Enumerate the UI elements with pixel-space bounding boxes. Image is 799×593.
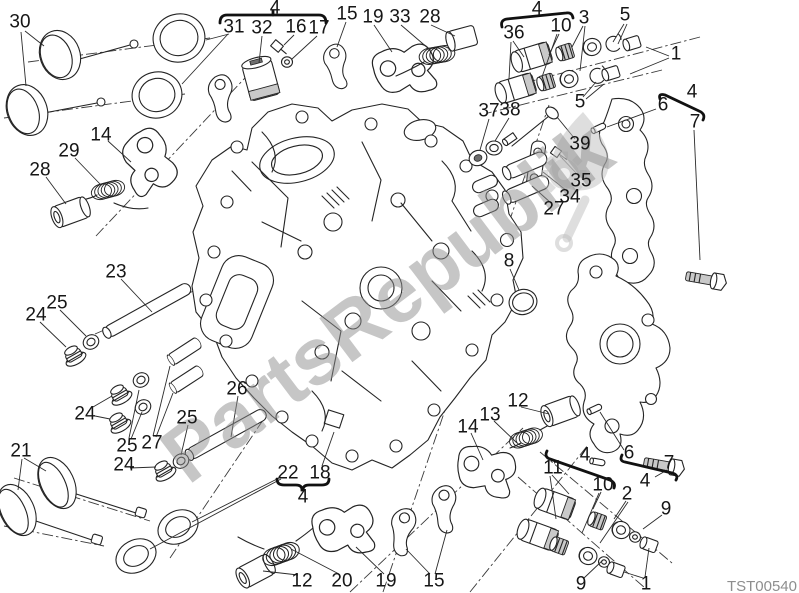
callout-23: 23 — [105, 262, 126, 283]
callout-27: 27 — [141, 433, 162, 454]
callout-37: 37 — [478, 101, 499, 122]
leader-lines — [17, 21, 701, 579]
rocker-cluster-top — [206, 25, 479, 125]
callout-29: 29 — [58, 141, 79, 162]
part-drawings — [0, 13, 729, 591]
callout-11: 11 — [543, 458, 563, 479]
callout-26: 26 — [226, 379, 247, 400]
tappet-32-drawing — [241, 39, 294, 101]
callout-3: 3 — [579, 8, 590, 29]
stud-guide-group — [59, 283, 267, 485]
rocker-cluster-bottom — [232, 484, 459, 591]
callout-34: 34 — [559, 187, 581, 208]
callout-7: 7 — [664, 453, 675, 474]
callout-35: 35 — [570, 171, 591, 192]
callout-6: 6 — [658, 95, 669, 116]
callout-1: 1 — [641, 574, 652, 593]
cam-support-drawing — [565, 253, 687, 478]
callout-14: 14 — [457, 417, 479, 438]
watermark-logo — [541, 112, 609, 252]
callout-21: 21 — [10, 441, 31, 462]
callout-10: 10 — [550, 16, 571, 37]
callout-10: 10 — [592, 475, 613, 496]
callout-36: 36 — [503, 23, 524, 44]
valve-drawing-bottom — [0, 456, 199, 574]
callout-24: 24 — [74, 404, 96, 425]
callout-7: 7 — [690, 112, 701, 133]
rocker-cluster-bottom-right — [451, 393, 584, 501]
callout-32: 32 — [251, 18, 272, 39]
callout-12: 12 — [507, 391, 528, 412]
callout-25: 25 — [176, 408, 197, 429]
oring-8-drawing — [508, 288, 538, 316]
callout-1: 1 — [671, 44, 682, 65]
rocker-cluster-left — [47, 123, 183, 230]
callout-25: 25 — [116, 436, 137, 457]
shim-row-bottom-right — [514, 485, 660, 579]
callout-4: 4 — [687, 82, 698, 103]
callout-12: 12 — [291, 571, 312, 592]
callout-30: 30 — [9, 12, 30, 33]
callout-4: 4 — [532, 0, 543, 20]
callout-9: 9 — [576, 574, 587, 593]
callout-31: 31 — [223, 17, 244, 38]
callout-19: 19 — [362, 7, 383, 28]
group-brackets — [218, 9, 706, 492]
callout-4: 4 — [298, 487, 309, 508]
callout-5: 5 — [620, 5, 631, 26]
callout-4: 4 — [580, 445, 591, 466]
callout-18: 18 — [309, 463, 330, 484]
callout-4: 4 — [640, 471, 651, 492]
callout-17: 17 — [308, 18, 329, 39]
callout-16: 16 — [285, 17, 306, 38]
callout-20: 20 — [331, 571, 352, 592]
callout-9: 9 — [661, 499, 672, 520]
drawing-code: TST00540 — [727, 578, 797, 593]
callout-15: 15 — [423, 571, 444, 592]
callout-38: 38 — [499, 100, 520, 121]
callout-8: 8 — [504, 251, 515, 272]
callout-28: 28 — [29, 160, 50, 181]
callout-6: 6 — [624, 443, 635, 464]
callout-2: 2 — [622, 484, 633, 505]
callout-22: 22 — [277, 463, 298, 484]
callout-24: 24 — [25, 305, 47, 326]
callout-25: 25 — [46, 293, 67, 314]
callout-39: 39 — [569, 134, 590, 155]
callout-33: 33 — [389, 7, 410, 28]
callout-27: 27 — [543, 199, 564, 220]
callout-19: 19 — [375, 571, 396, 592]
callout-28: 28 — [419, 7, 440, 28]
callout-15: 15 — [336, 4, 357, 25]
ring-drawing-31 — [131, 13, 206, 119]
valve-drawing-top — [5, 29, 139, 136]
stud-seal-group — [468, 106, 568, 218]
callout-5: 5 — [575, 92, 586, 113]
callout-4: 4 — [270, 0, 281, 19]
callout-14: 14 — [90, 125, 112, 146]
callout-13: 13 — [479, 405, 500, 426]
callout-24: 24 — [113, 455, 135, 476]
